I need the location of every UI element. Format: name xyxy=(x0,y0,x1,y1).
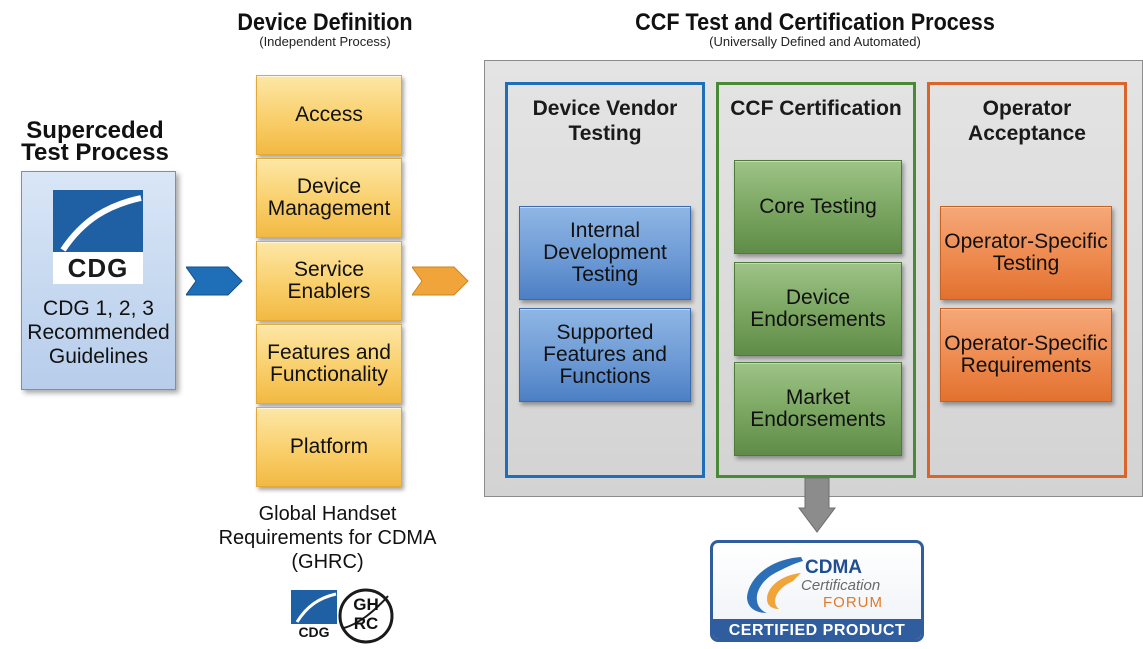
down-arrow-icon xyxy=(798,478,836,533)
operator-item-requirements: Operator-Specific Requirements xyxy=(940,308,1112,402)
certified-product-badge: CDMA Certification FORUM CERTIFIED PRODU… xyxy=(710,540,924,642)
device-definition-title: Device Definition (Independent Process) xyxy=(237,9,413,50)
ghrc-logo-top: GH xyxy=(353,595,379,614)
cdg-small-logo: CDG xyxy=(291,590,337,640)
dd-item-access: Access xyxy=(256,75,402,155)
badge-cdma: CDMA xyxy=(805,557,862,578)
dd-item-platform: Platform xyxy=(256,407,402,487)
ghrc-logo: GH RC xyxy=(338,588,394,644)
badge-forum: FORUM xyxy=(823,594,883,611)
ghrc-logo-icon xyxy=(338,588,394,644)
badge-certification: Certification xyxy=(801,577,881,594)
cdg-logo-text: CDG xyxy=(67,253,129,283)
orange-arrow-icon xyxy=(412,266,469,296)
vendor-column xyxy=(505,82,705,478)
superceded-title: Superceded Test Process xyxy=(21,117,169,166)
blue-arrow-icon xyxy=(186,266,243,296)
vendor-header: Device Vendor Testing xyxy=(532,97,678,145)
dd-item-service-enablers: Service Enablers xyxy=(256,241,402,321)
operator-item-testing: Operator-Specific Testing xyxy=(940,206,1112,300)
vendor-item-internal: Internal Development Testing xyxy=(519,206,691,300)
operator-header: Operator Acceptance xyxy=(968,97,1086,145)
cdg-small-logo-icon xyxy=(291,592,337,640)
ccf-title: CCF Test and Certification Process (Univ… xyxy=(635,9,995,50)
cert-item-market-endorsements: Market Endorsements xyxy=(734,362,902,456)
operator-column xyxy=(927,82,1127,478)
badge-label: CERTIFIED PRODUCT xyxy=(713,619,921,639)
cdg-small-logo-text: CDG xyxy=(298,624,330,640)
cert-item-core: Core Testing xyxy=(734,160,902,254)
dd-item-device-management: Device Management xyxy=(256,158,402,238)
ghrc-logo-bottom: RC xyxy=(353,614,379,633)
certification-header: CCF Certification xyxy=(730,97,902,120)
dd-item-features-functionality: Features and Functionality xyxy=(256,324,402,404)
ccf-swoosh-icon xyxy=(747,557,803,613)
cert-item-device-endorsements: Device Endorsements xyxy=(734,262,902,356)
cdg-logo: CDG xyxy=(53,190,143,284)
cdg-logo-icon xyxy=(53,195,143,284)
vendor-item-supported: Supported Features and Functions xyxy=(519,308,691,402)
certification-column xyxy=(716,82,916,478)
superceded-box: CDG CDG 1, 2, 3 Recommended Guidelines xyxy=(21,171,176,390)
ghrc-caption: Global Handset Requirements for CDMA (GH… xyxy=(218,503,437,573)
superceded-box-text: CDG 1, 2, 3 Recommended Guidelines xyxy=(27,297,170,368)
